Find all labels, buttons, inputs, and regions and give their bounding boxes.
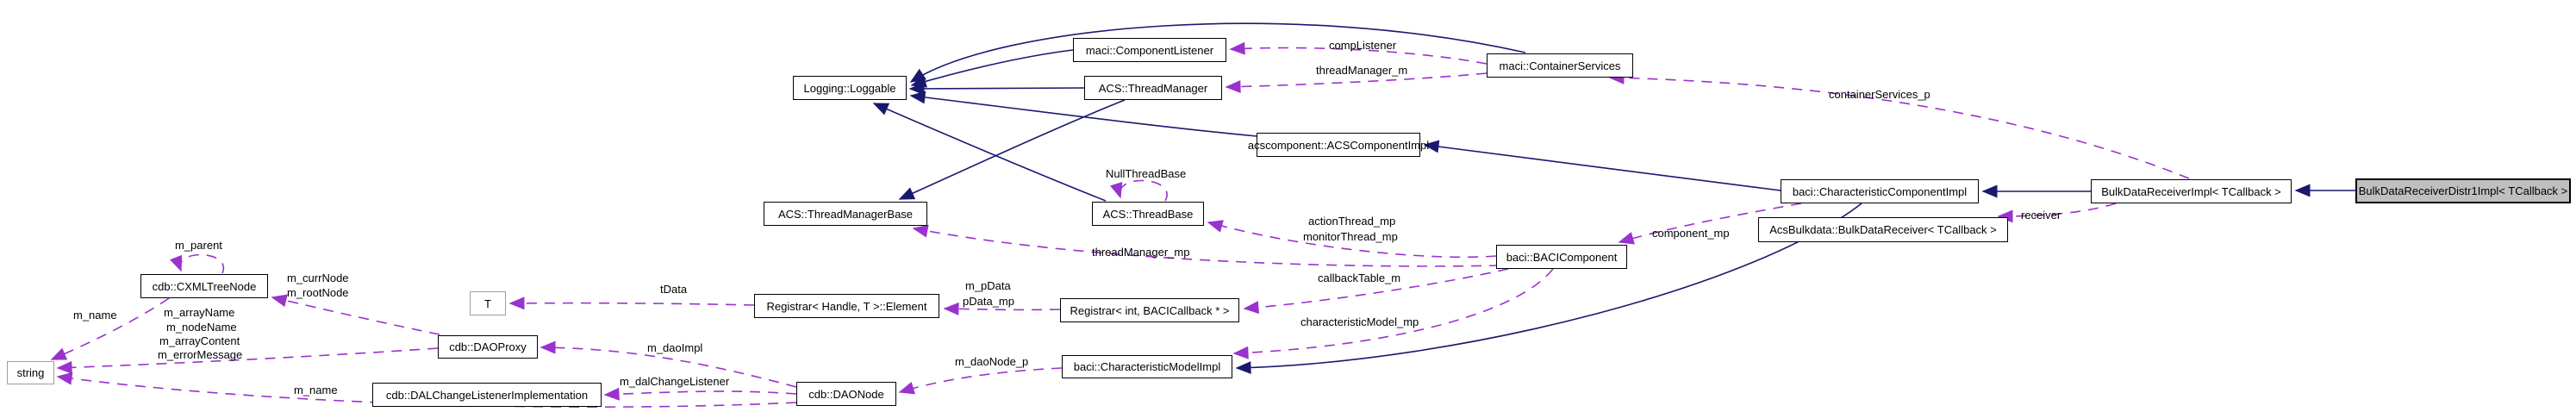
edge-usage-cxml-m-name-string	[50, 297, 170, 360]
edge-label-m-arraycontent: m_arrayContent	[159, 334, 240, 347]
edge-inherit-threadmanager-loggable	[908, 82, 1085, 96]
edge-label-m-dalchangelistener: m_dalChangeListener	[620, 375, 730, 388]
edge-inherit-characteristiccomponentimpl-acscomponentimpl	[1423, 140, 1781, 191]
edge-usage-daoproxy-string	[56, 347, 439, 374]
edge-label-m-parent: m_parent	[175, 239, 222, 252]
edge-label-m-name-cxml: m_name	[73, 309, 117, 321]
edge-usage-nullthreadbase-selfloop	[1109, 179, 1168, 202]
edge-usage-actionthread-monitorthread	[1207, 220, 1497, 259]
edge-usage-characteristicmodel-mp	[1232, 268, 1554, 359]
edge-usage-complistener	[1229, 41, 1488, 65]
edge-label-characteristicmodel-mp: characteristicModel_mp	[1300, 315, 1419, 328]
edge-usage-m-dalchangelistener	[603, 387, 797, 401]
edge-inherit-containerservices-loggable	[909, 22, 1526, 83]
edge-inherit-threadbase-loggable	[872, 103, 1107, 202]
edge-usage-callbacktable-m	[1243, 268, 1509, 315]
edge-usage-m-parent-selfloop	[170, 253, 225, 274]
node-acsbulkdata-bulkdatareceiver[interactable]: AcsBulkdata::BulkDataReceiver< TCallback…	[1758, 217, 2008, 242]
edge-label-m-name-daonode: m_name	[294, 384, 338, 396]
node-maci-containerservices[interactable]: maci::ContainerServices	[1487, 53, 1633, 78]
node-maci-componentlistener[interactable]: maci::ComponentListener	[1073, 38, 1226, 62]
node-logging-loggable[interactable]: Logging::Loggable	[793, 76, 907, 100]
edge-label-actionthread-mp: actionThread_mp	[1308, 215, 1396, 228]
node-acs-threadmanagerbase[interactable]: ACS::ThreadManagerBase	[764, 202, 927, 226]
edge-inherit-threadmanager-threadmanagerbase	[898, 99, 1126, 200]
edge-label-containerservices-p: containerServices_p	[1829, 88, 1930, 101]
edge-usage-threadmanager-mp	[912, 224, 1500, 267]
edge-usage-threadmanager-m	[1225, 72, 1488, 94]
edge-label-complistener: compListener	[1329, 39, 1397, 52]
edge-label-m-nodename: m_nodeName	[166, 321, 237, 334]
edge-label-m-arrayname: m_arrayName	[164, 306, 235, 319]
edge-label-nullthreadbase: NullThreadBase	[1106, 167, 1187, 180]
edge-label-monitorthread-mp: monitorThread_mp	[1303, 230, 1398, 243]
edge-usage-component-mp	[1618, 203, 1802, 245]
edge-usage-tdata	[508, 297, 755, 310]
node-bulkdatareceiverimpl[interactable]: BulkDataReceiverImpl< TCallback >	[2091, 179, 2292, 203]
node-cdb-dalchangelistenerimplementation[interactable]: cdb::DALChangeListenerImplementation	[372, 383, 602, 407]
edge-label-pdata-mp: pData_mp	[963, 295, 1014, 308]
edge-usage-containerservices-p	[1608, 71, 2190, 179]
edge-usage-m-daonode-p	[898, 367, 1063, 395]
node-baci-characteristicmodelimpl[interactable]: baci::CharacteristicModelImpl	[1062, 355, 1232, 378]
edge-label-m-daonode-p: m_daoNode_p	[955, 355, 1029, 368]
edge-usage-receiver	[1997, 203, 2117, 223]
edge-label-tdata: tData	[660, 283, 688, 296]
node-baci-bacicomponent[interactable]: baci::BACIComponent	[1496, 245, 1627, 269]
edge-usage-currnode-rootnode	[271, 294, 440, 335]
edge-label-receiver: receiver	[2021, 209, 2061, 222]
node-cdb-cxmltreenode[interactable]: cdb::CXMLTreeNode	[140, 274, 268, 298]
edge-label-m-rootnode: m_rootNode	[287, 286, 349, 299]
edge-inherit-componentlistener-loggable	[910, 49, 1074, 88]
node-registrar-int-bacicallback[interactable]: Registrar< int, BACICallback * >	[1060, 298, 1239, 322]
node-acs-threadmanager[interactable]: ACS::ThreadManager	[1084, 76, 1222, 100]
edge-label-m-currnode: m_currNode	[287, 272, 349, 284]
node-registrar-handle-t-element[interactable]: Registrar< Handle, T >::Element	[754, 294, 939, 318]
edge-label-m-daoimpl: m_daoImpl	[647, 341, 703, 354]
edge-label-component-mp: component_mp	[1652, 227, 1730, 240]
node-std-string: string	[7, 361, 54, 384]
edge-usage-m-daoimpl	[540, 340, 797, 388]
node-acs-threadbase[interactable]: ACS::ThreadBase	[1092, 202, 1204, 226]
edge-label-m-pdata: m_pData	[965, 279, 1011, 292]
edge-label-threadmanager-mp: threadManager_mp	[1092, 246, 1190, 259]
node-bulkdatareceiverdistr1impl: BulkDataReceiverDistr1Impl< TCallback >	[2355, 178, 2571, 203]
edge-inherit-acscomponentimpl-loggable	[909, 91, 1257, 137]
node-cdb-daoproxy[interactable]: cdb::DAOProxy	[438, 335, 538, 359]
edge-label-threadmanager-m: threadManager_m	[1316, 64, 1408, 77]
node-acscomponent-acscomponentimpl[interactable]: acscomponent::ACSComponentImpl	[1248, 133, 1429, 157]
edge-label-m-errormessage: m_errorMessage	[158, 348, 243, 361]
edge-label-callbacktable-m: callbackTable_m	[1318, 272, 1401, 284]
node-baci-characteristiccomponentimpl[interactable]: baci::CharacteristicComponentImpl	[1781, 179, 1979, 203]
node-cdb-daonode[interactable]: cdb::DAONode	[796, 382, 896, 406]
node-template-t: T	[470, 291, 506, 315]
